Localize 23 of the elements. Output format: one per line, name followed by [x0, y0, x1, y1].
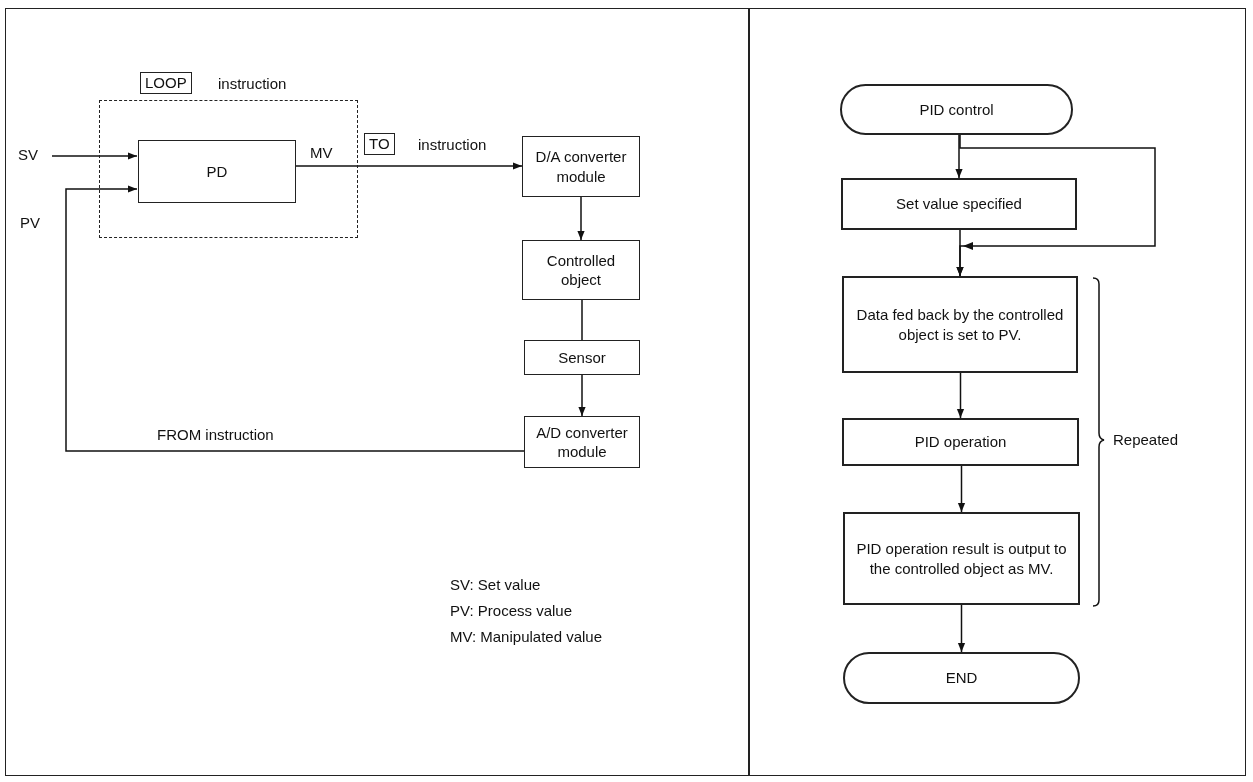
process-box: Sensor [524, 340, 640, 375]
terminal-shape: PID control [840, 84, 1073, 135]
process-box: PID operation result is output to the controlled object as MV. [843, 512, 1080, 605]
instruction-tag: LOOP [140, 72, 192, 94]
text-label: instruction [418, 136, 487, 154]
edge-label: FROM instruction [157, 426, 274, 444]
text-label: PV: Process value [450, 602, 572, 620]
process-box: D/A converter module [522, 136, 640, 197]
text-label: Repeated [1113, 431, 1179, 449]
process-box: Set value specified [841, 178, 1077, 230]
process-box: Controlled object [522, 240, 640, 300]
text-label: SV: Set value [450, 576, 541, 594]
text-label: MV: Manipulated value [450, 628, 603, 646]
text-label: MV [310, 144, 333, 162]
process-box: A/D converter module [524, 416, 640, 468]
process-box: PID operation [842, 418, 1079, 466]
process-box: PD [138, 140, 296, 203]
signal-label: SV [18, 146, 50, 166]
terminal-shape: END [843, 652, 1080, 704]
text-label: PV [20, 214, 40, 232]
instruction-tag: TO [364, 133, 395, 155]
process-box: Data fed back by the controlled object is set to PV. [842, 276, 1078, 373]
group-heading: instruction [218, 75, 287, 93]
